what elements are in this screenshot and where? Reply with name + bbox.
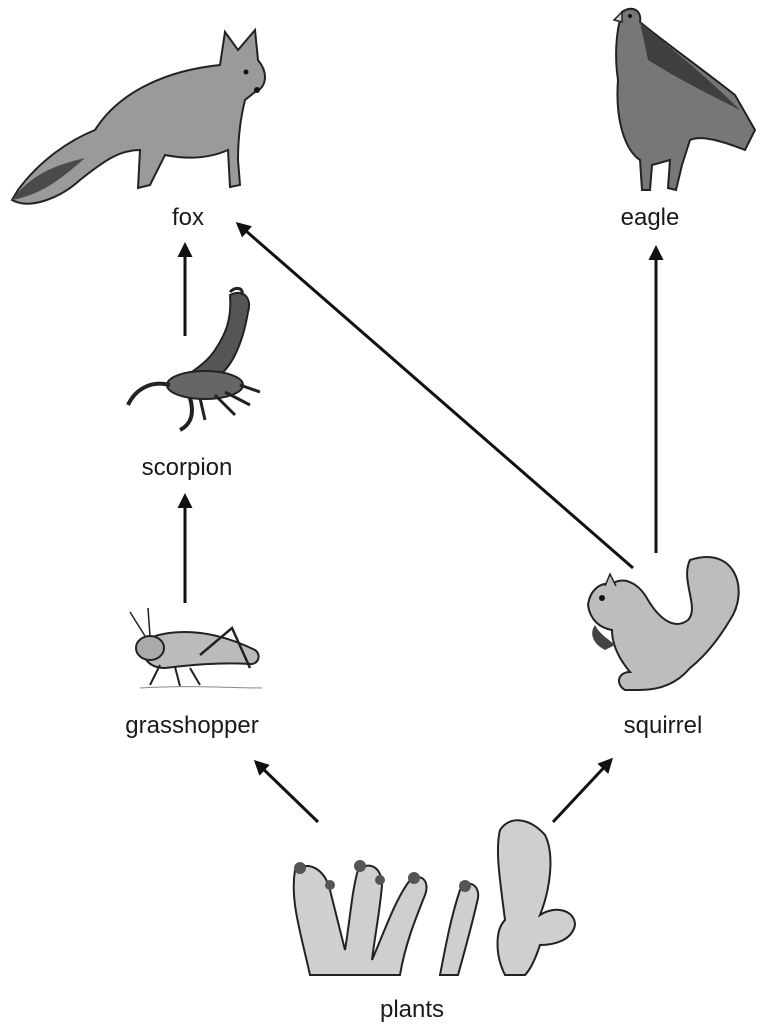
arrow-plants-to-grasshopper [256, 762, 318, 822]
arrow-squirrel-to-fox [238, 224, 633, 568]
grasshopper-icon [130, 608, 262, 688]
scorpion-label: scorpion [142, 454, 233, 481]
fox-label: fox [172, 204, 204, 231]
squirrel-icon [588, 557, 739, 690]
arrow-plants-to-squirrel [553, 760, 611, 822]
plants-label: plants [380, 996, 444, 1023]
fox-icon [12, 30, 265, 204]
squirrel-label: squirrel [624, 712, 703, 739]
eagle-label: eagle [621, 204, 680, 231]
scorpion-icon [128, 288, 260, 430]
cactus-icon [294, 820, 575, 975]
eagle-icon [614, 9, 755, 190]
grasshopper-label: grasshopper [125, 712, 258, 739]
